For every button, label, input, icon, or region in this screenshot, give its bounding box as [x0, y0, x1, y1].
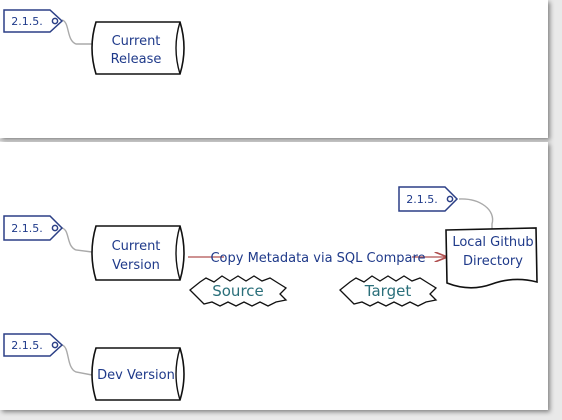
burst-label-target: Target: [364, 282, 412, 300]
tag-hole-icon: [51, 341, 59, 349]
top-panel: [0, 0, 548, 138]
tag-leader-line: [61, 344, 93, 376]
tag-label: 2.1.5.: [11, 15, 43, 28]
tag-label: 2.1.5.: [11, 339, 43, 352]
node-label-line-1: Local Github: [452, 235, 533, 250]
version-tag: 2.1.5.: [3, 333, 64, 357]
node-label-line-2: Release: [111, 52, 162, 67]
target-burst: Target: [339, 275, 438, 307]
tag-label: 2.1.5.: [406, 193, 438, 206]
github-group: 2.1.5. Local Github Directory: [398, 186, 538, 289]
tag-leader-line: [61, 227, 93, 253]
database-cylinder-current-version[interactable]: Current Version: [91, 225, 185, 281]
node-label-line-2: Version: [112, 258, 160, 273]
version-tag: 2.1.5.: [3, 215, 64, 241]
source-burst: Source: [189, 275, 288, 307]
burst-shape: [189, 275, 288, 307]
tag-hole-icon: [51, 17, 59, 25]
database-cylinder-current-release[interactable]: Current Release: [91, 21, 185, 75]
burst-shape: [339, 275, 438, 307]
tag-label: 2.1.5.: [11, 222, 43, 235]
connector-label: Copy Metadata via SQL Compare: [210, 251, 425, 266]
node-label-line-2: Directory: [463, 254, 523, 269]
tag-hole-icon: [446, 195, 454, 203]
dev-version-group: 2.1.5. Dev Version: [3, 333, 185, 401]
tag-leader-line: [458, 198, 494, 230]
node-label: Dev Version: [97, 368, 175, 383]
node-label-line-1: Current: [112, 239, 161, 254]
version-tag: 2.1.5.: [398, 186, 459, 212]
top-release-group: 2.1.5. Current Release: [3, 9, 185, 75]
node-label-line-1: Current: [112, 34, 161, 49]
database-cylinder-dev-version[interactable]: Dev Version: [91, 347, 185, 401]
current-version-group: 2.1.5. Current Version: [3, 215, 185, 281]
burst-label-source: Source: [212, 282, 264, 300]
tag-leader-line: [61, 19, 92, 45]
tag-hole-icon: [51, 224, 59, 232]
copy-metadata-connector[interactable]: Copy Metadata via SQL Compare: [188, 248, 446, 266]
version-tag: 2.1.5.: [3, 9, 64, 33]
document-github-directory[interactable]: Local Github Directory: [445, 227, 538, 289]
